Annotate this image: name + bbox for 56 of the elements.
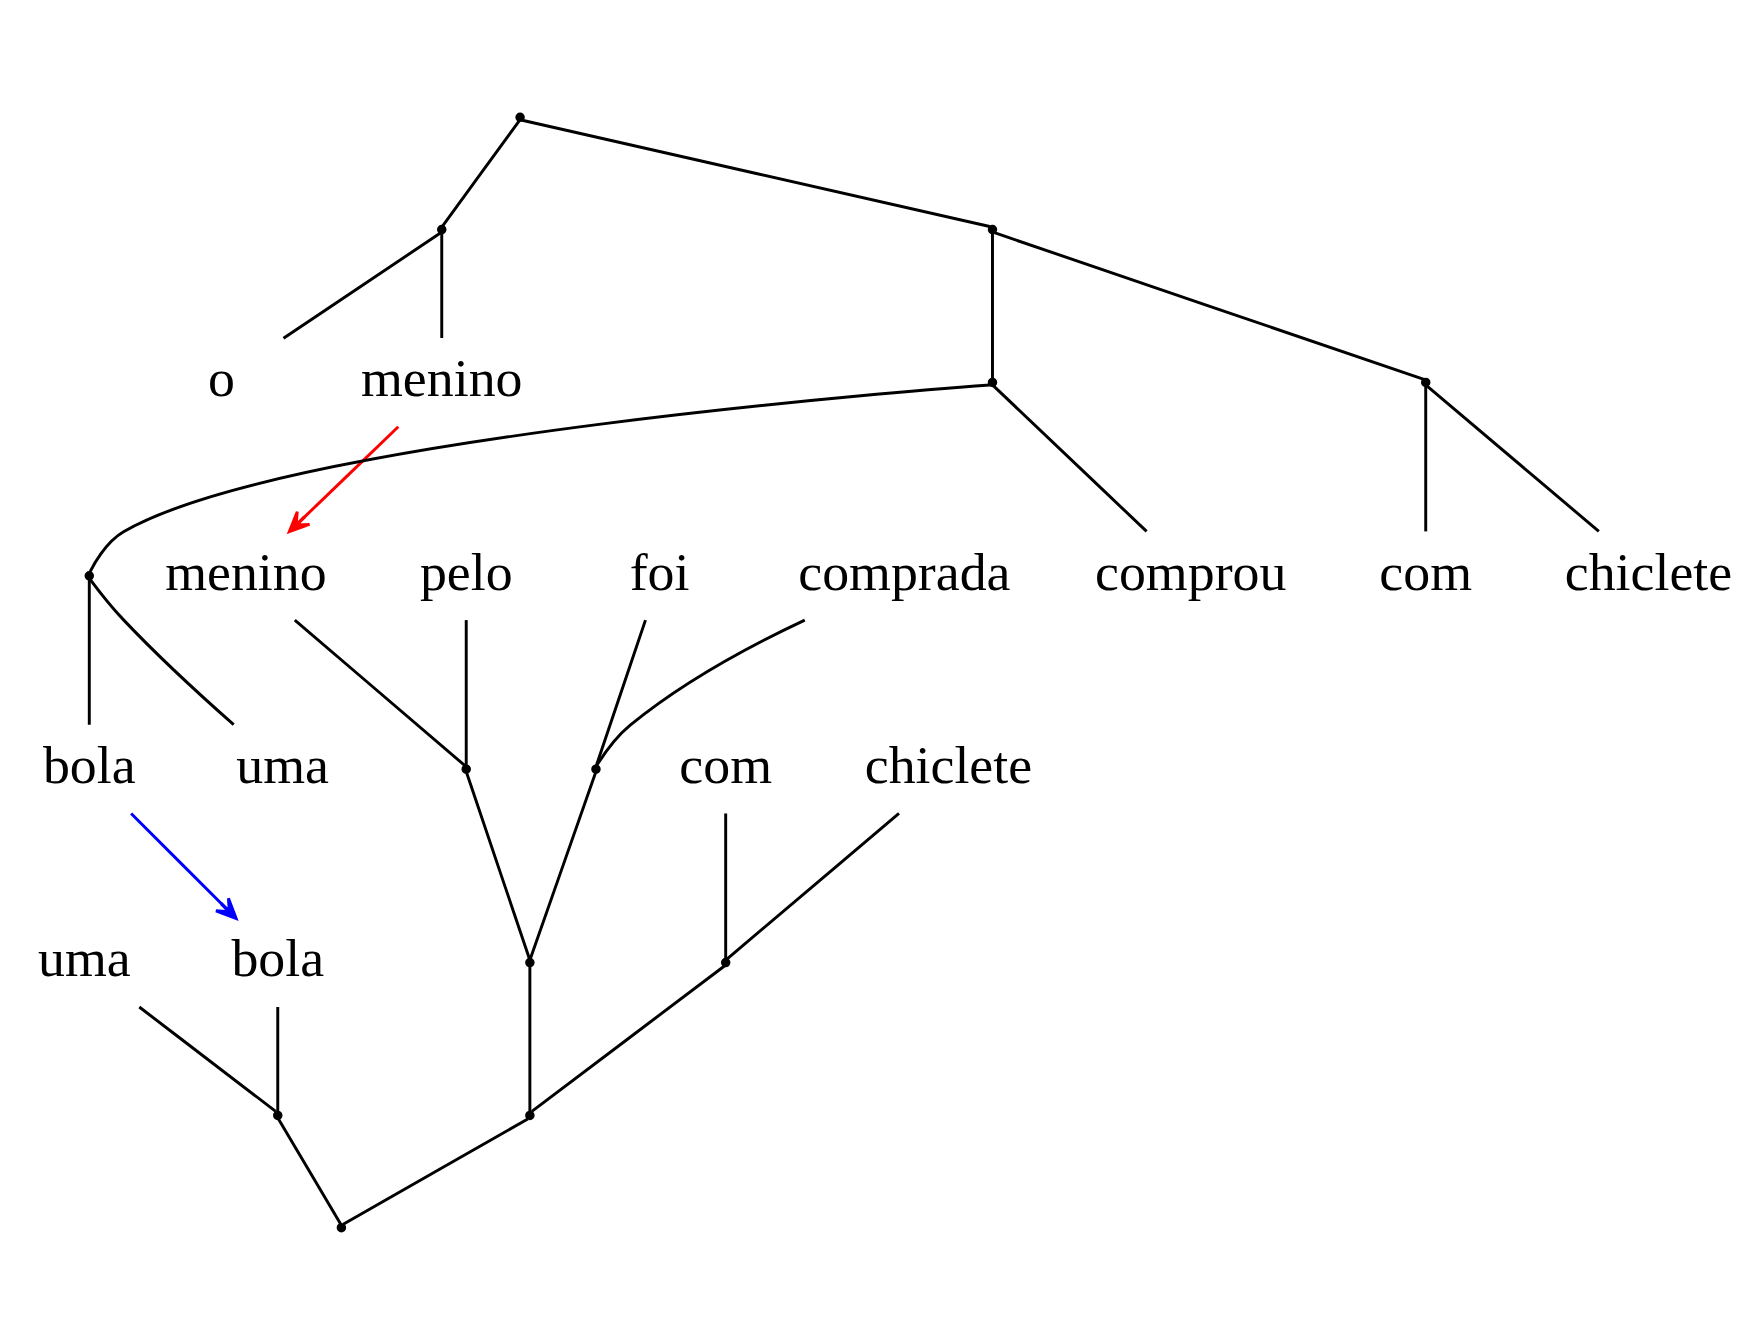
- node-text: com: [1379, 541, 1473, 602]
- node-text: menino: [165, 541, 327, 602]
- arrow: [130, 811, 238, 920]
- node-text: bola: [42, 734, 136, 795]
- connector: [521, 118, 990, 228]
- connector: [293, 618, 466, 767]
- connector: [1426, 384, 1600, 532]
- connector: [464, 619, 468, 765]
- connector: [1424, 385, 1428, 531]
- connector: [87, 578, 91, 725]
- node-point: [84, 570, 95, 581]
- node-text: chiclete: [1564, 541, 1733, 602]
- node-text: uma: [236, 734, 329, 795]
- node-point: [720, 957, 731, 967]
- arrow: [287, 425, 400, 533]
- node-text: chiclete: [864, 734, 1033, 795]
- node-text: pelo: [419, 541, 513, 602]
- node-point: [987, 224, 998, 234]
- connector: [282, 231, 442, 340]
- connector: [991, 233, 994, 379]
- connector: [724, 812, 728, 958]
- node-point: [591, 763, 601, 774]
- connector: [276, 1006, 280, 1111]
- node-text: bola: [231, 927, 325, 988]
- node-text: foi: [629, 541, 690, 602]
- connector: [528, 966, 532, 1111]
- connector: [595, 619, 647, 766]
- node-text: menino: [361, 347, 523, 408]
- connector: [465, 771, 531, 959]
- node-text: com: [679, 734, 773, 795]
- connector: [138, 1005, 277, 1113]
- connector: [88, 577, 235, 726]
- connector: [528, 771, 597, 959]
- connector: [88, 383, 991, 573]
- connector: [277, 1117, 343, 1225]
- connector: [531, 964, 726, 1113]
- connector: [992, 384, 1148, 532]
- node-point: [336, 1222, 347, 1232]
- connector: [595, 618, 806, 766]
- node-point: [525, 1110, 535, 1120]
- node-text: comprou: [1095, 541, 1287, 602]
- connector: [342, 1117, 529, 1225]
- node-point: [525, 957, 535, 967]
- node-point: [273, 1110, 283, 1120]
- connector: [440, 233, 444, 338]
- node-point: [437, 224, 447, 234]
- node-text: o: [208, 347, 235, 408]
- node-point: [987, 377, 998, 387]
- node-point: [461, 763, 471, 774]
- node-text: comprada: [798, 541, 1011, 602]
- connector: [993, 230, 1425, 381]
- node-text: uma: [38, 927, 131, 988]
- node-point: [515, 112, 525, 122]
- node-point: [1420, 377, 1431, 387]
- connector: [725, 811, 900, 960]
- connector: [441, 119, 521, 227]
